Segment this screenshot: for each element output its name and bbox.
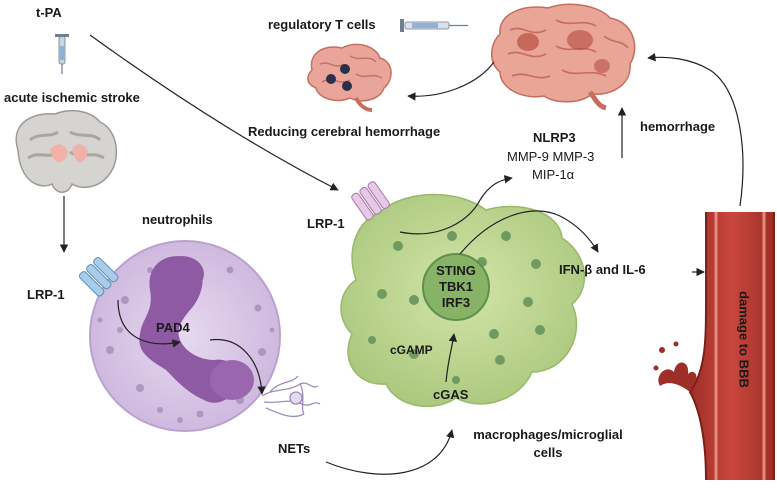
tpa-label: t-PA [36,5,62,20]
arrow-vessel-to-brain [647,52,744,207]
lrp1-receptor-left [78,256,119,297]
arrow-pad4-to-nets [209,339,266,395]
nets-icon [261,375,321,418]
acute-stroke-label: acute ischemic stroke [4,90,140,105]
neutrophils-label: neutrophils [142,212,213,227]
brain-large-icon [491,3,636,111]
mip-label: MIP-1α [532,167,575,182]
bbb-damage-label: damage to BBB [736,291,752,388]
microglia-cell [340,193,586,408]
arrow-cgas-to-sting [445,333,458,383]
sting-label: STING [436,263,476,278]
arrow-tpa-to-lrp1 [89,34,339,191]
arrow-sting-to-ifn [459,210,599,255]
reducing-hemorrhage-label: Reducing cerebral hemorrhage [248,124,441,139]
pathway-arrows [59,34,744,475]
macrophages-label-line1: macrophages/microglial [473,427,623,442]
nets-label: NETs [278,441,311,456]
arrow-lrp1-to-pad4 [117,299,181,348]
arrow-lrp1-to-nlrp3 [399,175,513,235]
neutrophil-cell [89,240,281,432]
brain-small-icon [307,43,392,112]
arrow-brain-to-small-brain [407,61,495,101]
arrow-nets-to-cgas [325,429,455,475]
nlrp3-label: NLRP3 [533,130,576,145]
lrp1-receptor-mid [351,181,390,221]
lrp1-left-label: LRP-1 [27,287,65,302]
blood-vessel [653,212,775,481]
pad4-label: PAD4 [156,320,190,335]
tbk1-label: TBK1 [439,279,473,294]
brain-section-icon [15,109,118,193]
lrp1-mid-label: LRP-1 [307,216,345,231]
treg-label: regulatory T cells [268,17,376,32]
syringe-icon-top [400,19,468,32]
macrophages-label-line2: cells [533,445,563,460]
irf3-label: IRF3 [441,295,471,310]
cgas-label: cGAS [433,387,469,402]
ifn-label: IFN-β and IL-6 [559,262,646,277]
hemorrhage-label: hemorrhage [640,119,716,134]
cgamp-label: cGAMP [390,343,433,357]
mmp-label: MMP-9 MMP-3 [507,149,595,164]
syringe-icon-left [55,34,69,74]
